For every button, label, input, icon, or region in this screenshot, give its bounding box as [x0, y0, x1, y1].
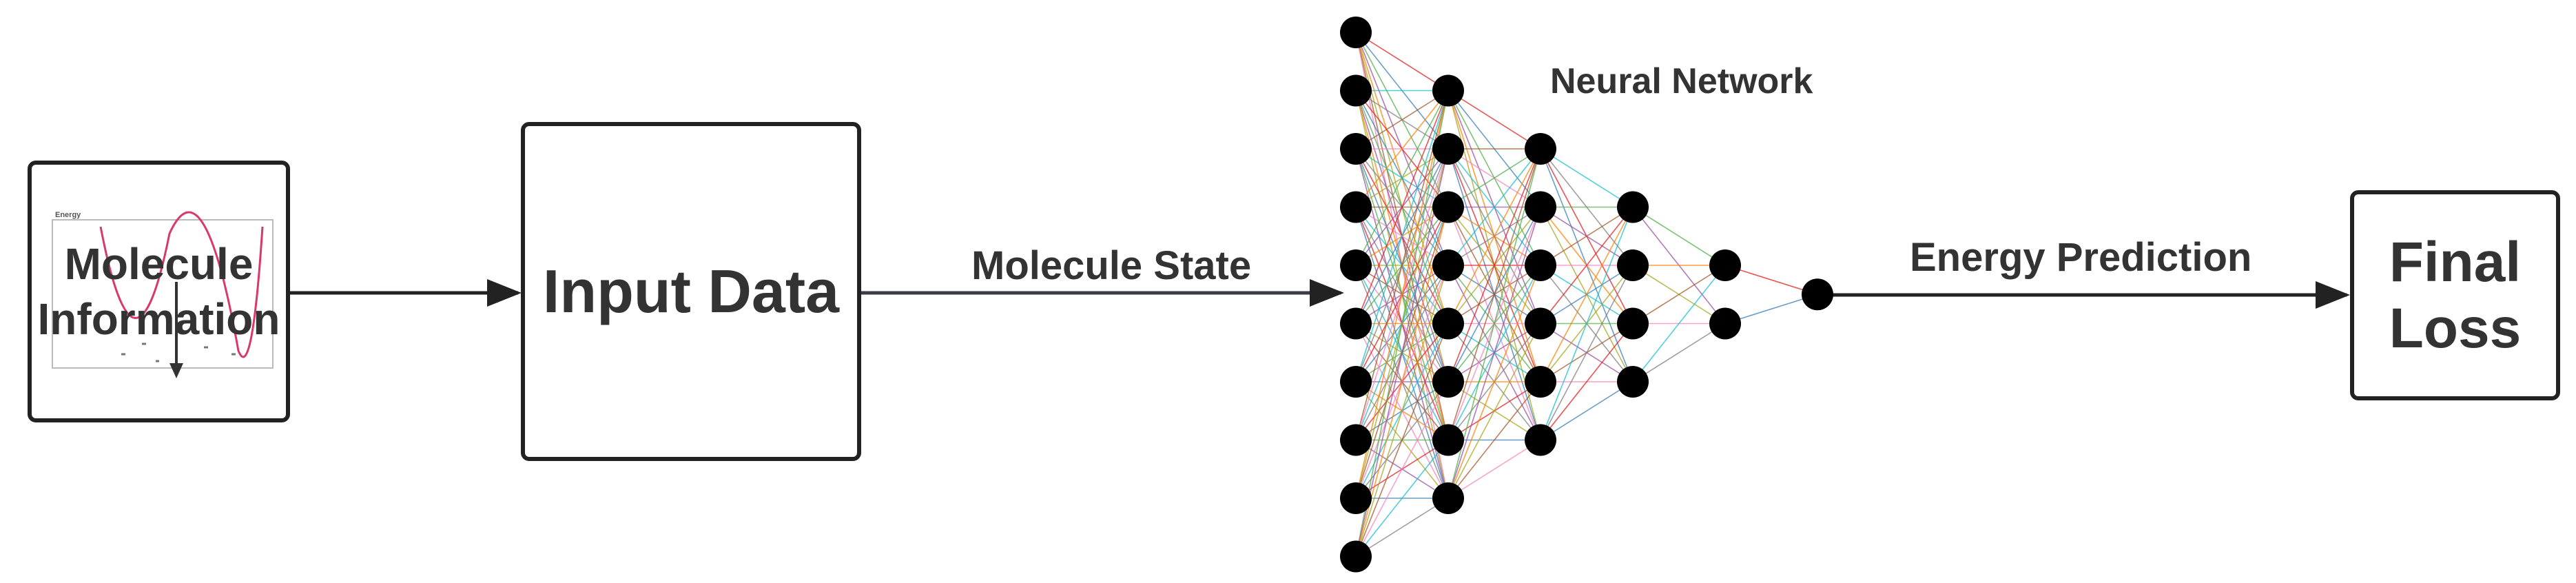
network-connection — [1355, 90, 1449, 207]
energy-prediction-label: Energy Prediction — [1910, 235, 2252, 280]
network-connection — [1355, 440, 1449, 557]
network-node — [1617, 249, 1649, 281]
network-node — [1432, 424, 1464, 456]
network-connection — [1447, 148, 1541, 382]
network-nodes — [1340, 17, 1833, 573]
network-node — [1709, 249, 1741, 281]
network-node — [1340, 249, 1372, 281]
input-data-box: Input Data — [521, 122, 861, 461]
network-connection — [1447, 148, 1541, 440]
network-connection — [1447, 381, 1541, 499]
network-connection — [1724, 265, 1818, 296]
network-node — [1432, 307, 1464, 340]
molecule-label-line2: Information — [37, 294, 280, 344]
network-connection — [1632, 265, 1726, 382]
molecule-information-label: Molecule Information — [38, 236, 280, 347]
plot-frame — [52, 219, 274, 369]
network-connection — [1355, 90, 1449, 382]
network-connections — [1355, 32, 1818, 558]
network-node — [1340, 133, 1372, 165]
network-connection — [1355, 90, 1449, 499]
network-connection — [1540, 207, 1634, 440]
network-node — [1432, 482, 1464, 514]
network-connection — [1632, 265, 1726, 325]
network-connection — [1355, 323, 1449, 557]
network-connection — [1355, 90, 1449, 266]
network-connection — [1540, 265, 1634, 440]
network-node — [1432, 74, 1464, 107]
final-loss-line2: Loss — [2389, 296, 2522, 360]
network-connection — [1355, 265, 1449, 557]
network-node — [1432, 366, 1464, 398]
network-connection — [1355, 90, 1449, 557]
network-connection — [1447, 265, 1541, 499]
network-node — [1340, 482, 1372, 514]
network-connection — [1355, 381, 1449, 557]
network-node — [1709, 307, 1741, 340]
network-connection — [1447, 148, 1541, 266]
network-connection — [1540, 207, 1634, 382]
network-connection — [1540, 207, 1634, 324]
network-node — [1525, 366, 1556, 398]
network-connection — [1724, 294, 1818, 325]
network-node — [1617, 191, 1649, 223]
network-node — [1340, 540, 1372, 573]
network-node — [1617, 307, 1649, 340]
network-node — [1432, 249, 1464, 281]
output-node — [1802, 278, 1833, 311]
network-node — [1525, 249, 1556, 281]
network-node — [1432, 191, 1464, 223]
network-node — [1340, 366, 1372, 398]
network-connection — [1355, 90, 1449, 324]
network-connection — [1632, 323, 1726, 382]
network-connection — [1447, 439, 1541, 499]
network-node — [1432, 133, 1464, 165]
network-connection — [1447, 207, 1541, 499]
network-node — [1340, 17, 1372, 48]
network-connection — [1447, 90, 1541, 150]
network-node — [1525, 307, 1556, 340]
final-loss-label: Final Loss — [2389, 229, 2521, 362]
network-node — [1525, 424, 1556, 456]
network-connection — [1447, 323, 1541, 499]
network-node — [1525, 191, 1556, 223]
network-node — [1617, 366, 1649, 398]
molecule-label-line1: Molecule — [64, 239, 254, 289]
network-node — [1340, 307, 1372, 340]
molecule-information-box: Energy Molecule Information — [28, 161, 290, 422]
network-node — [1340, 424, 1372, 456]
network-connection — [1540, 148, 1634, 208]
network-connection — [1540, 206, 1634, 266]
plot-down-arrowhead — [169, 363, 183, 378]
final-loss-box: Final Loss — [2350, 190, 2560, 400]
network-connection — [1447, 148, 1541, 208]
network-connection — [1447, 148, 1541, 324]
energy-curve — [99, 211, 264, 358]
input-data-label: Input Data — [542, 257, 840, 325]
molecule-state-label: Molecule State — [971, 243, 1252, 288]
network-connection — [1355, 498, 1449, 558]
plot-dots — [121, 342, 236, 362]
network-connection — [1540, 381, 1634, 441]
neural-network-title: Neural Network — [1550, 61, 1813, 101]
network-node — [1340, 191, 1372, 223]
plot-axis-label: Energy — [55, 211, 81, 219]
final-loss-line1: Final — [2389, 230, 2522, 294]
network-connection — [1355, 148, 1449, 557]
network-connection — [1540, 323, 1634, 440]
network-connection — [1632, 206, 1726, 266]
network-node — [1525, 133, 1556, 165]
network-node — [1340, 74, 1372, 107]
energy-curve-plot: Energy — [52, 211, 274, 378]
network-connection — [1355, 90, 1449, 150]
network-connection — [1355, 32, 1449, 92]
